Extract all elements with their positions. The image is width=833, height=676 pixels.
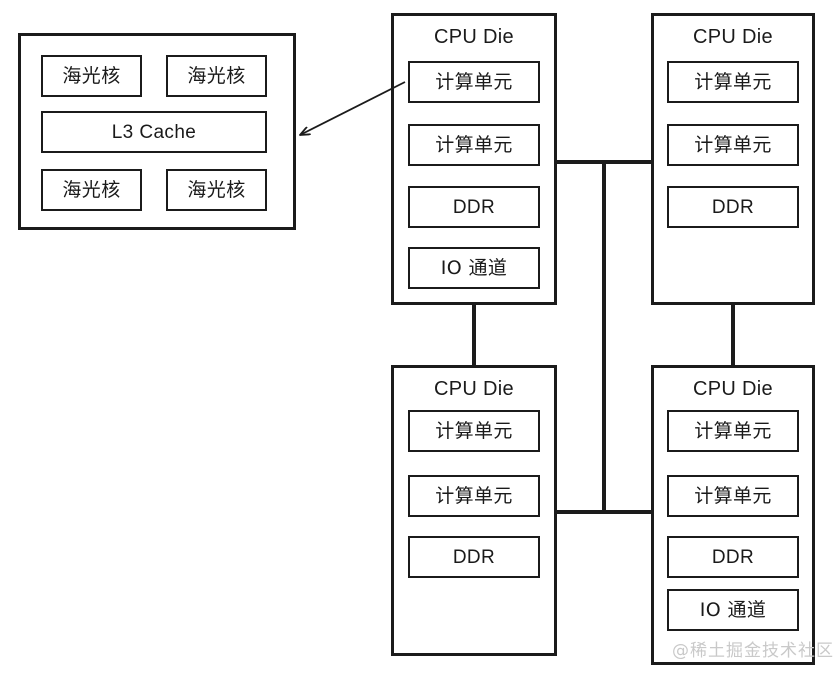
ddr-box[interactable]: DDR: [408, 536, 540, 578]
compute-unit-box[interactable]: 计算单元: [667, 410, 799, 452]
compute-unit-label: 计算单元: [435, 70, 513, 93]
interconnect-left-vertical: [472, 303, 476, 368]
compute-unit-label: 计算单元: [694, 133, 772, 156]
hygon-core-box-2[interactable]: 海光核: [166, 55, 267, 97]
ddr-box[interactable]: DDR: [667, 536, 799, 578]
interconnect-center-vertical: [602, 160, 606, 514]
compute-unit-label: 计算单元: [435, 484, 513, 507]
hygon-core-box-1[interactable]: 海光核: [41, 55, 142, 97]
io-channel-box[interactable]: IO 通道: [667, 589, 799, 631]
hygon-core-label: 海光核: [187, 178, 246, 201]
interconnect-right-vertical: [731, 303, 735, 368]
ddr-box[interactable]: DDR: [667, 186, 799, 228]
watermark-text: @稀土掘金技术社区: [672, 641, 833, 661]
cpu-die-title: CPU Die: [693, 378, 773, 400]
hygon-core-label: 海光核: [62, 178, 121, 201]
ddr-label: DDR: [711, 196, 755, 218]
hygon-core-box-4[interactable]: 海光核: [166, 169, 267, 211]
ddr-label: DDR: [452, 546, 496, 568]
compute-unit-box[interactable]: 计算单元: [667, 124, 799, 166]
callout-arrow: [300, 81, 406, 135]
compute-unit-label: 计算单元: [694, 419, 772, 442]
l3-cache-label: L3 Cache: [111, 121, 197, 143]
io-channel-box[interactable]: IO 通道: [408, 247, 540, 289]
cpu-die-title: CPU Die: [434, 378, 514, 400]
compute-unit-label: 计算单元: [694, 484, 772, 507]
io-channel-label: IO 通道: [699, 598, 767, 621]
hygon-core-box-3[interactable]: 海光核: [41, 169, 142, 211]
compute-unit-label: 计算单元: [435, 133, 513, 156]
io-channel-label: IO 通道: [440, 256, 508, 279]
l3-cache-box[interactable]: L3 Cache: [41, 111, 267, 153]
ddr-label: DDR: [452, 196, 496, 218]
hygon-core-label: 海光核: [62, 64, 121, 87]
ddr-box[interactable]: DDR: [408, 186, 540, 228]
compute-unit-box[interactable]: 计算单元: [408, 124, 540, 166]
compute-unit-box[interactable]: 计算单元: [408, 475, 540, 517]
compute-unit-box[interactable]: 计算单元: [667, 61, 799, 103]
compute-unit-label: 计算单元: [435, 419, 513, 442]
compute-unit-label: 计算单元: [694, 70, 772, 93]
cpu-die-title: CPU Die: [434, 26, 514, 48]
cpu-die-title: CPU Die: [693, 26, 773, 48]
hygon-core-label: 海光核: [187, 64, 246, 87]
compute-unit-box[interactable]: 计算单元: [667, 475, 799, 517]
ddr-label: DDR: [711, 546, 755, 568]
compute-unit-box[interactable]: 计算单元: [408, 410, 540, 452]
compute-unit-box[interactable]: 计算单元: [408, 61, 540, 103]
